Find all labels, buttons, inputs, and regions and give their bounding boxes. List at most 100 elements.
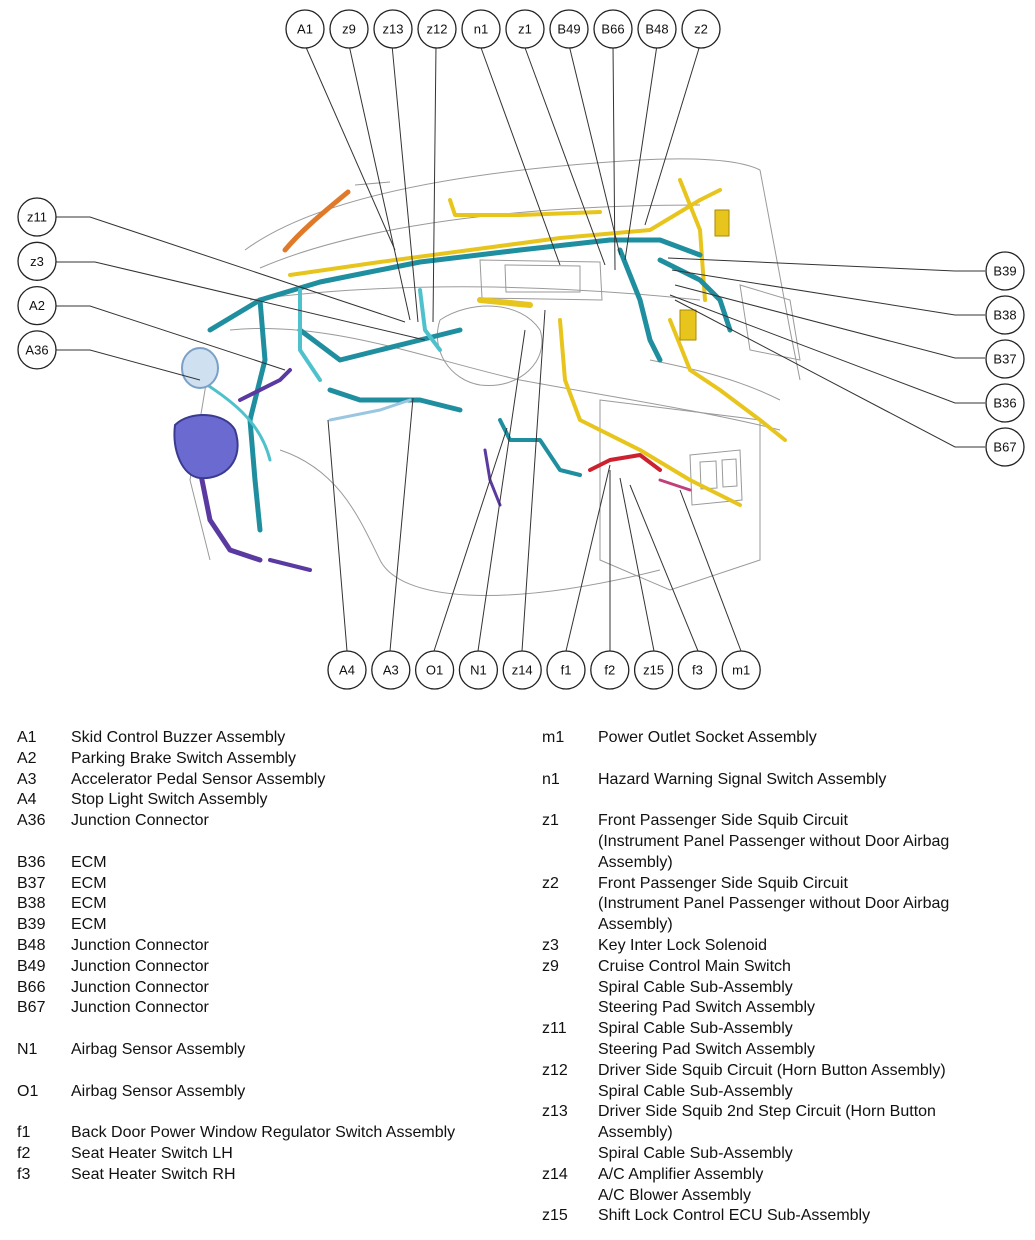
callout-text: A36 (25, 342, 48, 357)
callout-text: B36 (993, 396, 1016, 411)
legend-spacer (542, 790, 1012, 811)
callout-text: B66 (601, 22, 624, 37)
legend-description: Driver Side Squib 2nd Step Circuit (Horn… (598, 1103, 936, 1162)
legend-code: z1 (542, 812, 559, 830)
legend-description: Junction Connector (71, 978, 209, 996)
legend-code: z12 (542, 1061, 568, 1079)
legend-code: A1 (17, 729, 37, 746)
callout-text: z2 (694, 22, 708, 37)
callout-z3: z3 (17, 241, 57, 281)
legend-description: Parking Brake Switch Assembly (71, 749, 296, 767)
legend-description: Front Passenger Side Squib Circuit (Inst… (598, 874, 950, 934)
callout-circle (505, 9, 545, 49)
legend-code: f3 (17, 1165, 31, 1183)
callout-text: z12 (427, 22, 448, 37)
legend-code: z15 (542, 1207, 568, 1225)
callout-b36: B36 (985, 383, 1025, 423)
callout-z14: z14 (502, 650, 542, 690)
legend-code: B66 (17, 978, 46, 996)
legend-code: B49 (17, 957, 46, 975)
callout-circle (985, 251, 1025, 291)
callout-z12: z12 (417, 9, 457, 49)
callout-circle (461, 9, 501, 49)
legend-entry: A2 Parking Brake Switch Assembly (17, 749, 517, 770)
callout-circle (546, 650, 586, 690)
callout-n1: N1 (458, 650, 499, 690)
legend-spacer (17, 1019, 517, 1040)
callout-text: z15 (643, 663, 664, 678)
callout-text: z1 (518, 22, 532, 37)
callout-circle (371, 650, 411, 690)
legend-description: Junction Connector (71, 936, 209, 954)
callout-b37: B37 (985, 339, 1025, 379)
callout-circle (677, 650, 718, 690)
dashboard-outline (189, 158, 801, 596)
legend-description: Junction Connector (71, 999, 209, 1017)
legend-description: Accelerator Pedal Sensor Assembly (71, 770, 326, 788)
callout-z2: z2 (681, 9, 721, 49)
legend-code: N1 (17, 1040, 38, 1058)
callout-text: B67 (993, 440, 1016, 455)
legend-description: ECM (71, 916, 107, 934)
legend-description: Driver Side Squib Circuit (Horn Button A… (598, 1061, 946, 1100)
wire-harness (173, 178, 787, 572)
legend-code: n1 (542, 770, 560, 788)
callout-a3: A3 (371, 650, 411, 690)
callout-z11: z11 (17, 197, 57, 237)
legend-description: Hazard Warning Signal Switch Assembly (598, 770, 887, 788)
callout-b49: B49 (549, 9, 589, 49)
legend-entry: n1 Hazard Warning Signal Switch Assembly (542, 770, 1012, 791)
leader-lines (56, 44, 985, 652)
callout-circle (985, 427, 1025, 467)
legend-description: ECM (71, 874, 107, 892)
callout-text: B49 (557, 22, 580, 37)
callout-a36: A36 (17, 330, 57, 370)
callout-text: f1 (561, 663, 572, 678)
legend-entry: B37 ECM (17, 874, 517, 895)
legend-entry: z12 Driver Side Squib Circuit (Horn Butto… (542, 1061, 1012, 1103)
callout-circle (329, 9, 369, 49)
legend-code: B48 (17, 936, 46, 954)
callout-f2: f2 (590, 650, 630, 690)
legend-code: z2 (542, 874, 559, 892)
legend-description: Airbag Sensor Assembly (71, 1082, 246, 1100)
legend-description: Seat Heater Switch LH (71, 1144, 233, 1162)
callout-text: z11 (27, 210, 47, 225)
callout-text: B48 (645, 22, 668, 37)
legend-code: A36 (17, 812, 46, 830)
callout-circle (17, 241, 57, 281)
legend-code: A2 (17, 749, 37, 767)
callout-text: A2 (29, 298, 45, 313)
legend-description: Spiral Cable Sub-Assembly Steering Pad S… (598, 1020, 815, 1058)
callout-b66: B66 (593, 9, 633, 49)
callout-text: z9 (342, 22, 356, 37)
callout-circle (502, 650, 542, 690)
legend-spacer (17, 1061, 517, 1082)
legend-description: Seat Heater Switch RH (71, 1165, 236, 1183)
callout-z13: z13 (373, 9, 413, 49)
callout-text: A4 (339, 663, 355, 678)
callout-z9: z9 (329, 9, 369, 49)
legend-code: z14 (542, 1165, 568, 1183)
callout-text: A3 (383, 663, 399, 678)
legend-entry: f3 Seat Heater Switch RH (17, 1165, 517, 1186)
callout-b48: B48 (637, 9, 677, 49)
legend-description: ECM (71, 853, 107, 871)
legend-description: Power Outlet Socket Assembly (598, 729, 817, 746)
legend-description: Back Door Power Window Regulator Switch … (71, 1124, 456, 1142)
legend-description: A/C Amplifier Assembly A/C Blower Assemb… (598, 1165, 764, 1204)
legend-code: B37 (17, 874, 46, 892)
legend-code: A3 (17, 770, 37, 788)
callout-text: O1 (426, 663, 443, 678)
